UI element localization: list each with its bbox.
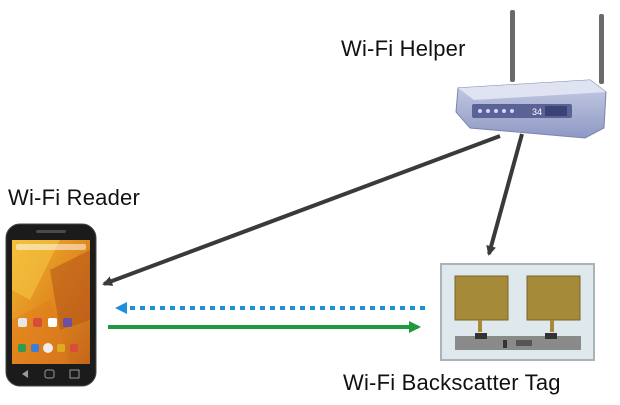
router-led xyxy=(494,109,498,113)
tag-chip xyxy=(516,340,532,346)
wifi-reader-label: Wi-Fi Reader xyxy=(8,185,140,210)
router-led xyxy=(510,109,514,113)
recents-button-icon xyxy=(69,369,80,379)
back-button-icon xyxy=(22,370,28,378)
app-icon xyxy=(18,318,27,327)
dock-icon xyxy=(18,344,26,352)
router-antenna-left xyxy=(510,10,515,82)
tag-antenna-right xyxy=(526,275,581,321)
router-logo-plate xyxy=(545,106,567,116)
tag-feed-left xyxy=(478,320,482,332)
home-button-icon xyxy=(44,369,55,379)
app-icon xyxy=(63,318,72,327)
arrow-helper-to-tag xyxy=(486,133,524,256)
phone-speaker xyxy=(36,230,66,233)
backscatter-tag-icon xyxy=(440,263,595,361)
router-antenna-right xyxy=(599,14,604,84)
router-top xyxy=(458,80,606,100)
router-led xyxy=(486,109,490,113)
tag-component xyxy=(545,333,557,339)
arrow-helper-to-reader xyxy=(102,134,501,286)
router-led xyxy=(502,109,506,113)
screen-wallpaper-shard xyxy=(12,240,60,300)
wifi-backscatter-tag-label: Wi-Fi Backscatter Tag xyxy=(343,370,561,395)
screen-search-bar xyxy=(16,244,86,250)
dock-icon xyxy=(57,344,65,352)
tag-component xyxy=(503,340,507,348)
screen-wallpaper-shard xyxy=(12,300,70,364)
wifi-helper-label: Wi-Fi Helper xyxy=(341,36,466,61)
tag-feed-right xyxy=(550,320,554,332)
screen-wallpaper-shard xyxy=(50,250,90,330)
tag-antenna-left xyxy=(454,275,509,321)
router-status-text: 34 xyxy=(532,107,542,117)
app-icon xyxy=(48,318,57,327)
dock-icon xyxy=(43,343,53,353)
smartphone-icon xyxy=(5,223,97,387)
dock-icon xyxy=(31,344,39,352)
tag-component xyxy=(475,333,487,339)
router-led xyxy=(478,109,482,113)
wifi-router-icon: 34 xyxy=(455,10,607,139)
dock-icon xyxy=(70,344,78,352)
app-icon xyxy=(33,318,42,327)
